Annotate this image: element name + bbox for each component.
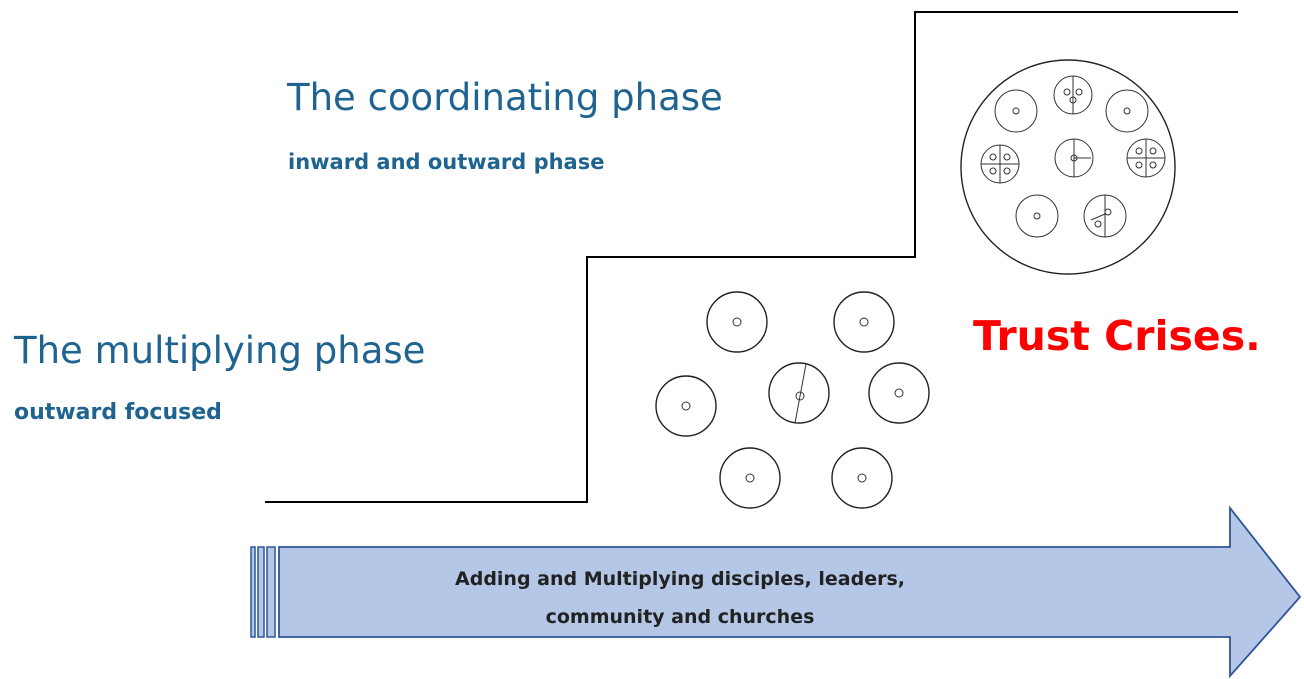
- multiplying-phase-subtitle: outward focused: [14, 400, 222, 425]
- arrow-label-line-1: Adding and Multiplying disciples, leader…: [455, 568, 905, 590]
- arrow-label: Adding and Multiplying disciples, leader…: [300, 560, 1060, 636]
- coordinating-cluster-icon: [960, 59, 1176, 275]
- coordinating-phase-title: The coordinating phase: [287, 76, 723, 119]
- coordinating-phase-subtitle: inward and outward phase: [288, 150, 605, 174]
- progress-arrow: [250, 505, 1302, 679]
- multiplying-cluster-icon: [655, 291, 930, 509]
- trust-crises-label: Trust Crises.: [973, 312, 1261, 360]
- staircase-line: [265, 11, 1238, 503]
- multiplying-phase-title: The multiplying phase: [14, 329, 426, 372]
- arrow-label-line-2: community and churches: [545, 606, 815, 628]
